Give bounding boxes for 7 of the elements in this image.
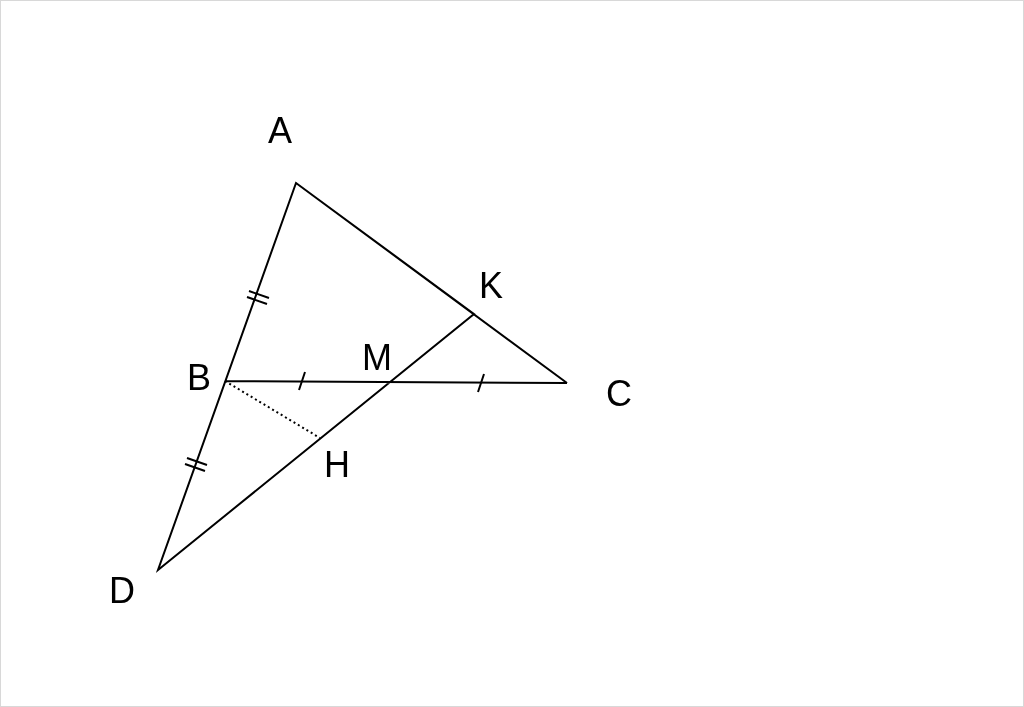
point-label: B xyxy=(187,360,211,396)
point-label: K xyxy=(479,268,503,304)
point-label: A xyxy=(268,113,292,149)
point-label: M xyxy=(362,340,392,376)
point-label: H xyxy=(324,447,350,483)
point-label: D xyxy=(109,573,135,609)
point-label: C xyxy=(606,376,632,412)
